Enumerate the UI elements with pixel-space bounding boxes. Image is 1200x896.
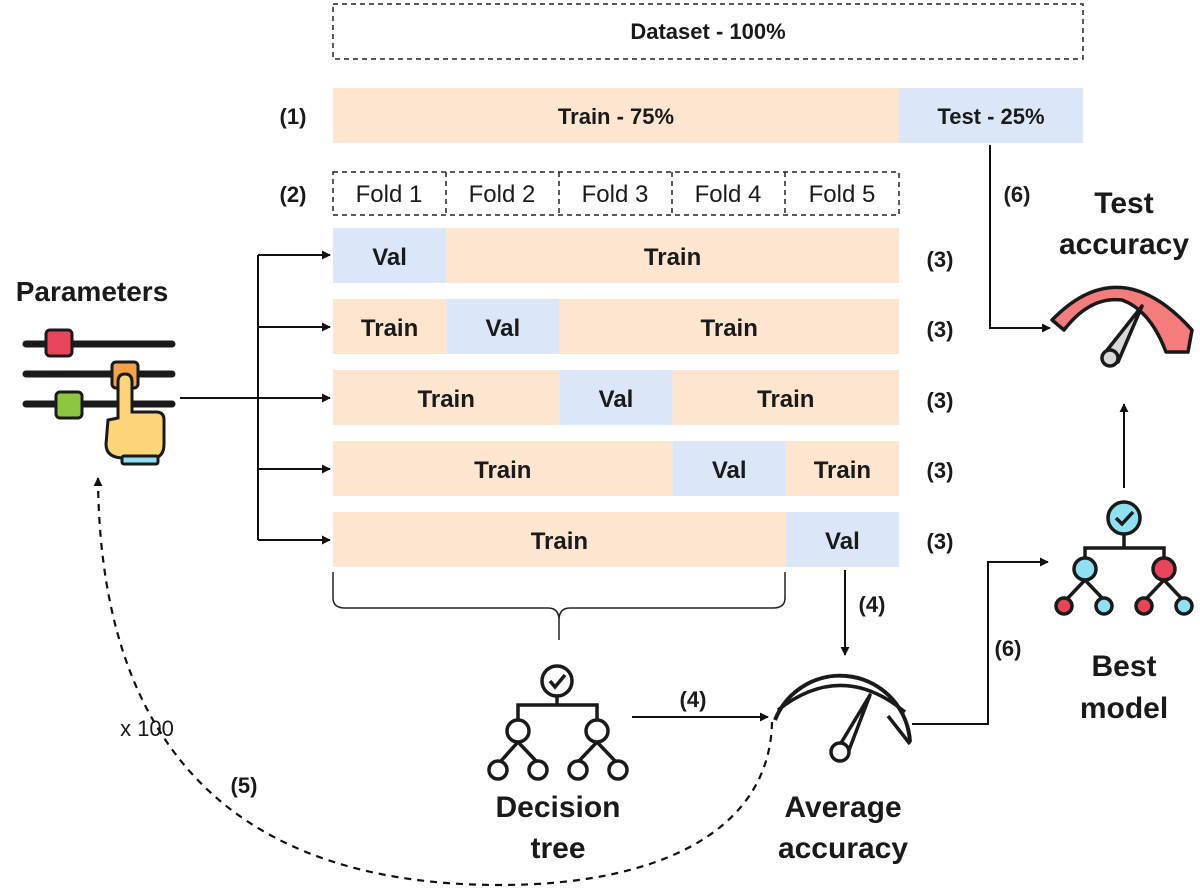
repeat-loop-arrow — [93, 477, 774, 887]
val-segment — [785, 512, 899, 567]
fold-label: Fold 2 — [469, 181, 536, 208]
step-6-label: (6) — [1004, 182, 1031, 207]
val-segment-label: Val — [372, 244, 407, 271]
step-4-arrows — [632, 570, 850, 722]
train-segment — [559, 299, 899, 354]
fold-label: Fold 1 — [356, 181, 423, 208]
decision-tree-label-line1: Decision — [495, 791, 620, 824]
val-segment — [333, 228, 447, 283]
best-model-label-line2: model — [1080, 692, 1168, 725]
val-segment — [559, 370, 673, 425]
step-5-label: (5) — [231, 773, 258, 798]
train-segment-label: Train — [418, 386, 475, 413]
train-segment-label: Train — [757, 386, 814, 413]
train-folds-brace — [332, 572, 786, 640]
val-segment-label: Val — [712, 457, 747, 484]
val-segment — [446, 299, 560, 354]
parameter-arrows — [180, 250, 331, 545]
train-segment — [333, 370, 560, 425]
step-4-label: (4) — [680, 687, 707, 712]
step-6-label: (6) — [995, 636, 1022, 661]
val-segment-label: Val — [825, 528, 860, 555]
val-segment — [672, 441, 786, 496]
train-segment-label: Train — [814, 457, 871, 484]
sliders-hand-icon — [22, 328, 176, 466]
train-segment — [446, 228, 899, 283]
folds-box — [332, 171, 900, 216]
decision-tree-icon — [487, 664, 629, 781]
average-accuracy-label-line2: accuracy — [778, 832, 908, 865]
average-accuracy-label-line1: Average — [784, 791, 901, 824]
step-3-label: (3) — [927, 529, 954, 554]
train-segment-label: Train — [474, 457, 531, 484]
val-segment-label: Val — [485, 315, 520, 342]
train-segment — [333, 441, 673, 496]
train-segment-label: Train — [644, 244, 701, 271]
val-segment-label: Val — [599, 386, 634, 413]
train-segment — [333, 299, 447, 354]
step-1-label: (1) — [280, 104, 307, 129]
test-split-block — [899, 88, 1083, 143]
test-accuracy-label-line1: Test — [1094, 187, 1153, 220]
train-segment — [785, 441, 899, 496]
best-model-tree-icon — [1054, 500, 1194, 616]
fold-label: Fold 3 — [582, 181, 649, 208]
step-3-label: (3) — [927, 388, 954, 413]
test-accuracy-gauge-icon — [1050, 285, 1194, 368]
fold-label: Fold 4 — [695, 181, 762, 208]
train-segment-label: Train — [531, 528, 588, 555]
best-model-label-line1: Best — [1091, 650, 1156, 683]
test-set-arrow — [989, 145, 1051, 333]
step-4-label: (4) — [859, 592, 886, 617]
dataset-box — [332, 3, 1084, 60]
parameters-label: Parameters — [16, 276, 169, 307]
test-accuracy-label-line2: accuracy — [1059, 228, 1189, 261]
test-split-label: Test - 25% — [937, 104, 1044, 129]
decision-tree-label-line2: tree — [530, 832, 585, 865]
train-split-label: Train - 75% — [558, 104, 674, 129]
step-3-label: (3) — [927, 458, 954, 483]
train-segment — [672, 370, 899, 425]
best-model-arrow — [912, 557, 1049, 725]
average-accuracy-gauge-icon — [773, 673, 912, 763]
dataset-label: Dataset - 100% — [630, 19, 785, 44]
train-segment-label: Train — [361, 315, 418, 342]
fold-label: Fold 5 — [809, 181, 876, 208]
train-segment — [333, 512, 786, 567]
train-segment-label: Train — [701, 315, 758, 342]
train-split-block — [333, 88, 899, 143]
step-3-label: (3) — [927, 247, 954, 272]
step-2-label: (2) — [280, 182, 307, 207]
step-3-label: (3) — [927, 317, 954, 342]
repeat-count-label: x 100 — [120, 716, 174, 741]
